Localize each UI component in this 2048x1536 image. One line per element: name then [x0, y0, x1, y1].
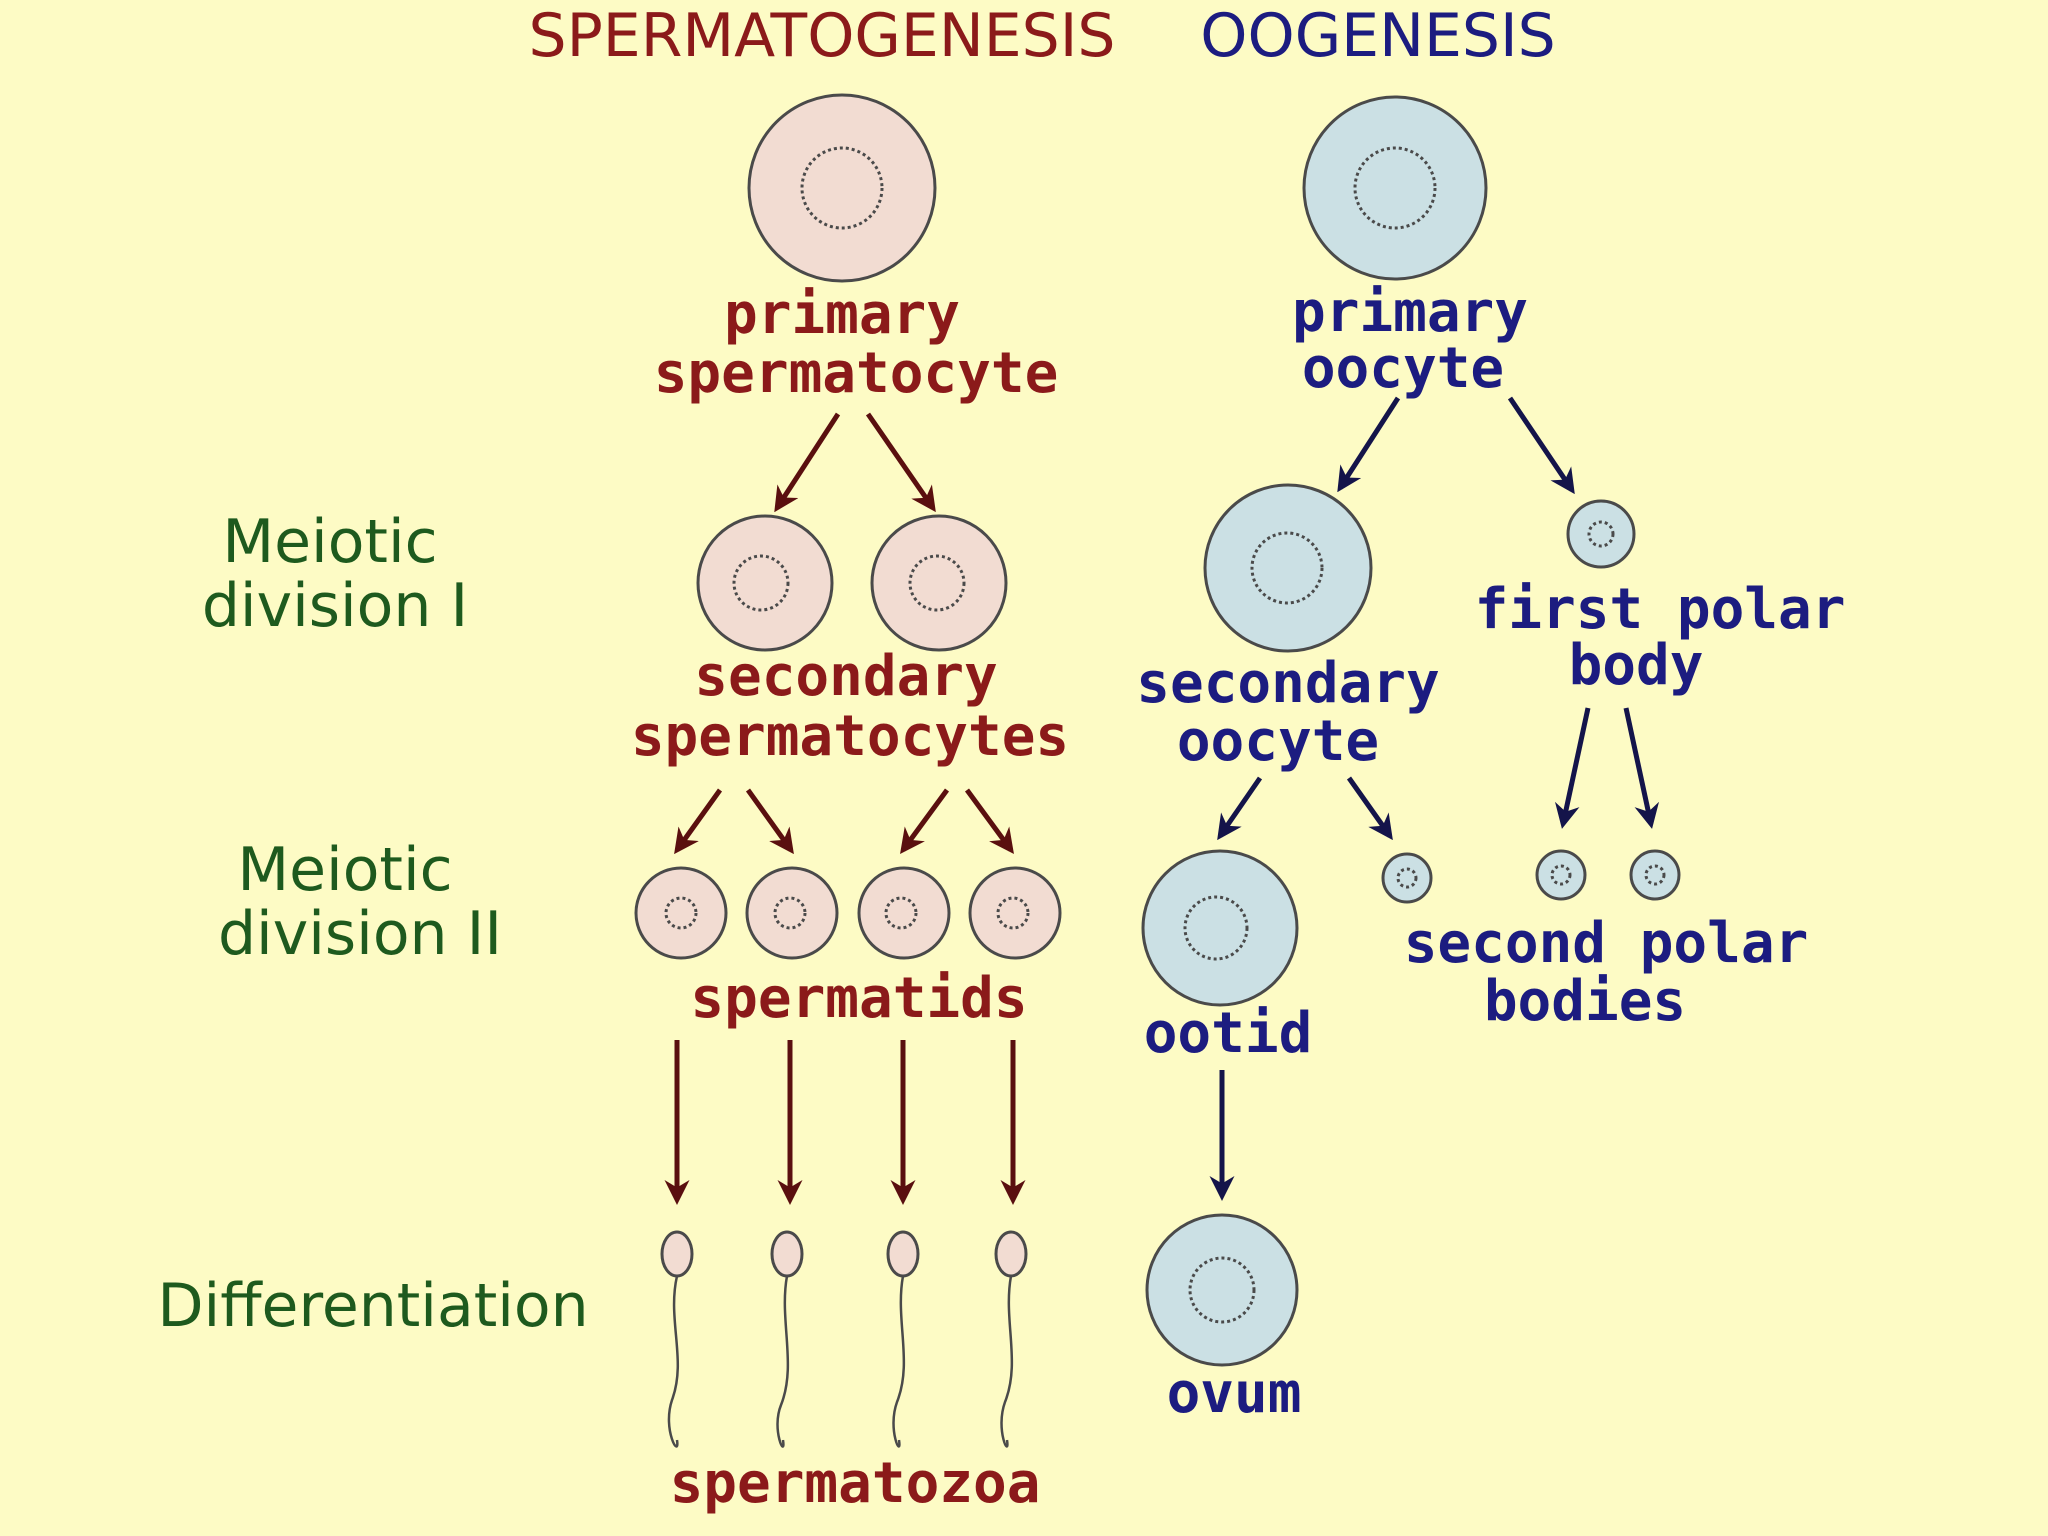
label-spermatids: spermatids [690, 966, 1027, 1031]
arrow-sperm-2d [964, 788, 1014, 855]
label-first-polar-body-line2: body [1569, 633, 1704, 698]
label-second-polar-bodies-line2: bodies [1484, 969, 1686, 1034]
label-primary-spermatocyte-line2: spermatocyte [654, 341, 1059, 406]
arrow-oo-2d [1623, 707, 1660, 829]
label-primary-oocyte-line2: oocyte [1302, 336, 1504, 401]
arrow-sperm-2a [674, 788, 723, 855]
label-second-polar-bodies-line1: second polar [1404, 911, 1809, 976]
label-spermatozoa: spermatozoa [670, 1451, 1041, 1516]
secondary-oocyte-cell [1203, 483, 1373, 653]
arrow-sperm-2c [900, 788, 950, 855]
spermatid-cell [634, 866, 728, 960]
spermatozoon [660, 1230, 694, 1448]
spermatozoon [886, 1230, 920, 1448]
stage-meiosis1-line2: division I [202, 571, 468, 641]
label-ovum: ovum [1167, 1361, 1302, 1426]
first-polar-body-cell [1566, 499, 1636, 569]
arrow-sperm-2b [745, 788, 794, 855]
second-polar-body-cell [1535, 849, 1587, 901]
arrow-oo-2c [1554, 707, 1591, 829]
second-polar-body-cell [1629, 849, 1681, 901]
arrow-oo-1a [1337, 396, 1401, 493]
label-secondary-oocyte-line1: secondary [1136, 651, 1439, 716]
spermatid-cell [745, 866, 839, 960]
stage-meiosis2-line2: division II [218, 899, 502, 969]
secondary-spermatocyte-cell [870, 514, 1008, 652]
stage-meiosis2-line1: Meiotic [237, 835, 452, 905]
title-spermatogenesis: SPERMATOGENESIS [529, 1, 1116, 71]
secondary-spermatocyte-cell [696, 514, 834, 652]
arrow-oo-2b [1346, 776, 1393, 841]
spermatid-cell [857, 866, 951, 960]
stage-meiosis1-line1: Meiotic [222, 507, 437, 577]
ovum-cell [1145, 1213, 1299, 1367]
spermatozoon [994, 1230, 1028, 1448]
label-secondary-oocyte-line2: oocyte [1177, 709, 1379, 774]
spermatozoon [770, 1230, 804, 1448]
title-oogenesis: OOGENESIS [1200, 1, 1556, 71]
label-ootid: ootid [1144, 1001, 1313, 1066]
primary-oocyte-cell [1302, 95, 1488, 281]
label-first-polar-body-line1: first polar [1475, 577, 1846, 642]
spermatid-cell [968, 866, 1062, 960]
primary-spermatocyte-cell [747, 93, 937, 283]
label-secondary-spermatocytes-line1: secondary [694, 644, 997, 709]
ootid-cell [1141, 849, 1299, 1007]
label-primary-oocyte-line1: primary [1292, 280, 1528, 345]
arrow-sperm-1a [774, 412, 841, 513]
stage-differentiation: Differentiation [157, 1271, 588, 1341]
label-secondary-spermatocytes-line2: spermatocytes [631, 704, 1069, 769]
arrow-oo-1b [1507, 396, 1575, 495]
second-polar-body-cell [1381, 852, 1433, 904]
arrow-sperm-1b [865, 412, 936, 513]
label-primary-spermatocyte-line1: primary [724, 282, 960, 347]
arrow-oo-2a [1217, 776, 1263, 841]
